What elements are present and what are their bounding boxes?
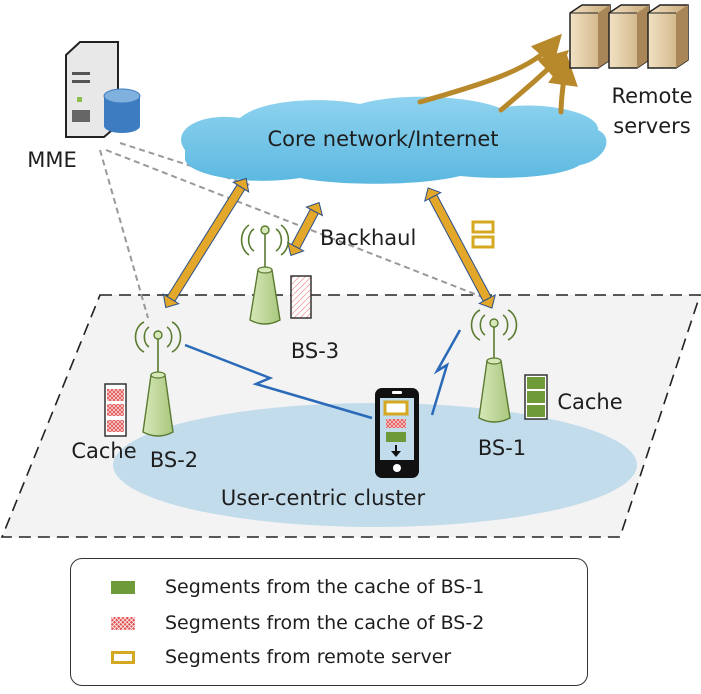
bs3-label: BS-3	[291, 339, 339, 363]
core-network-label: Core network/Internet	[267, 127, 498, 151]
backhaul-bs1	[424, 187, 496, 309]
bs1-cache	[524, 374, 548, 420]
legend: Segments from the cache of BS-1 Segments…	[70, 558, 588, 686]
mme-label: MME	[27, 148, 77, 172]
legend-item-bs1-cache: Segments from the cache of BS-1	[71, 573, 484, 601]
backhaul-bs2	[162, 177, 250, 309]
bs2-cache	[104, 383, 127, 437]
bs1-tower	[470, 309, 518, 423]
green-segment-swatch	[111, 580, 135, 594]
red-hatched-segment-swatch	[111, 616, 135, 630]
wireless-link-bs1	[430, 329, 462, 416]
wireless-link-bs2	[184, 343, 373, 420]
server-arrows	[417, 33, 578, 115]
bs2-cache-label: Cache	[71, 439, 136, 463]
mme-server-icon	[65, 41, 141, 138]
remote-servers-label-line1: Remote	[611, 84, 692, 108]
core-network-cloud	[181, 96, 607, 184]
smartphone-icon	[375, 388, 419, 478]
bs2-tower	[134, 321, 182, 437]
backhaul-links	[162, 177, 496, 309]
legend-label: Segments from remote server	[165, 646, 452, 668]
cluster-label: User-centric cluster	[221, 486, 426, 510]
yellow-outline-segment-swatch	[111, 650, 135, 664]
bs2-label: BS-2	[150, 448, 198, 472]
backhaul-label: Backhaul	[320, 226, 416, 250]
legend-item-remote-server: Segments from remote server	[71, 643, 451, 671]
legend-item-bs2-cache: Segments from the cache of BS-2	[71, 609, 484, 637]
bs1-cache-label: Cache	[557, 390, 622, 414]
legend-label: Segments from the cache of BS-1	[165, 576, 485, 598]
remote-segments-in-transit	[471, 220, 495, 249]
backhaul-bs3	[286, 201, 324, 257]
bs1-label: BS-1	[478, 436, 526, 460]
remote-servers-label-line2: servers	[613, 114, 690, 138]
legend-label: Segments from the cache of BS-2	[165, 612, 485, 634]
bs3-tower	[240, 224, 290, 325]
bs3-cache	[290, 275, 312, 319]
remote-servers-icon	[569, 4, 689, 69]
